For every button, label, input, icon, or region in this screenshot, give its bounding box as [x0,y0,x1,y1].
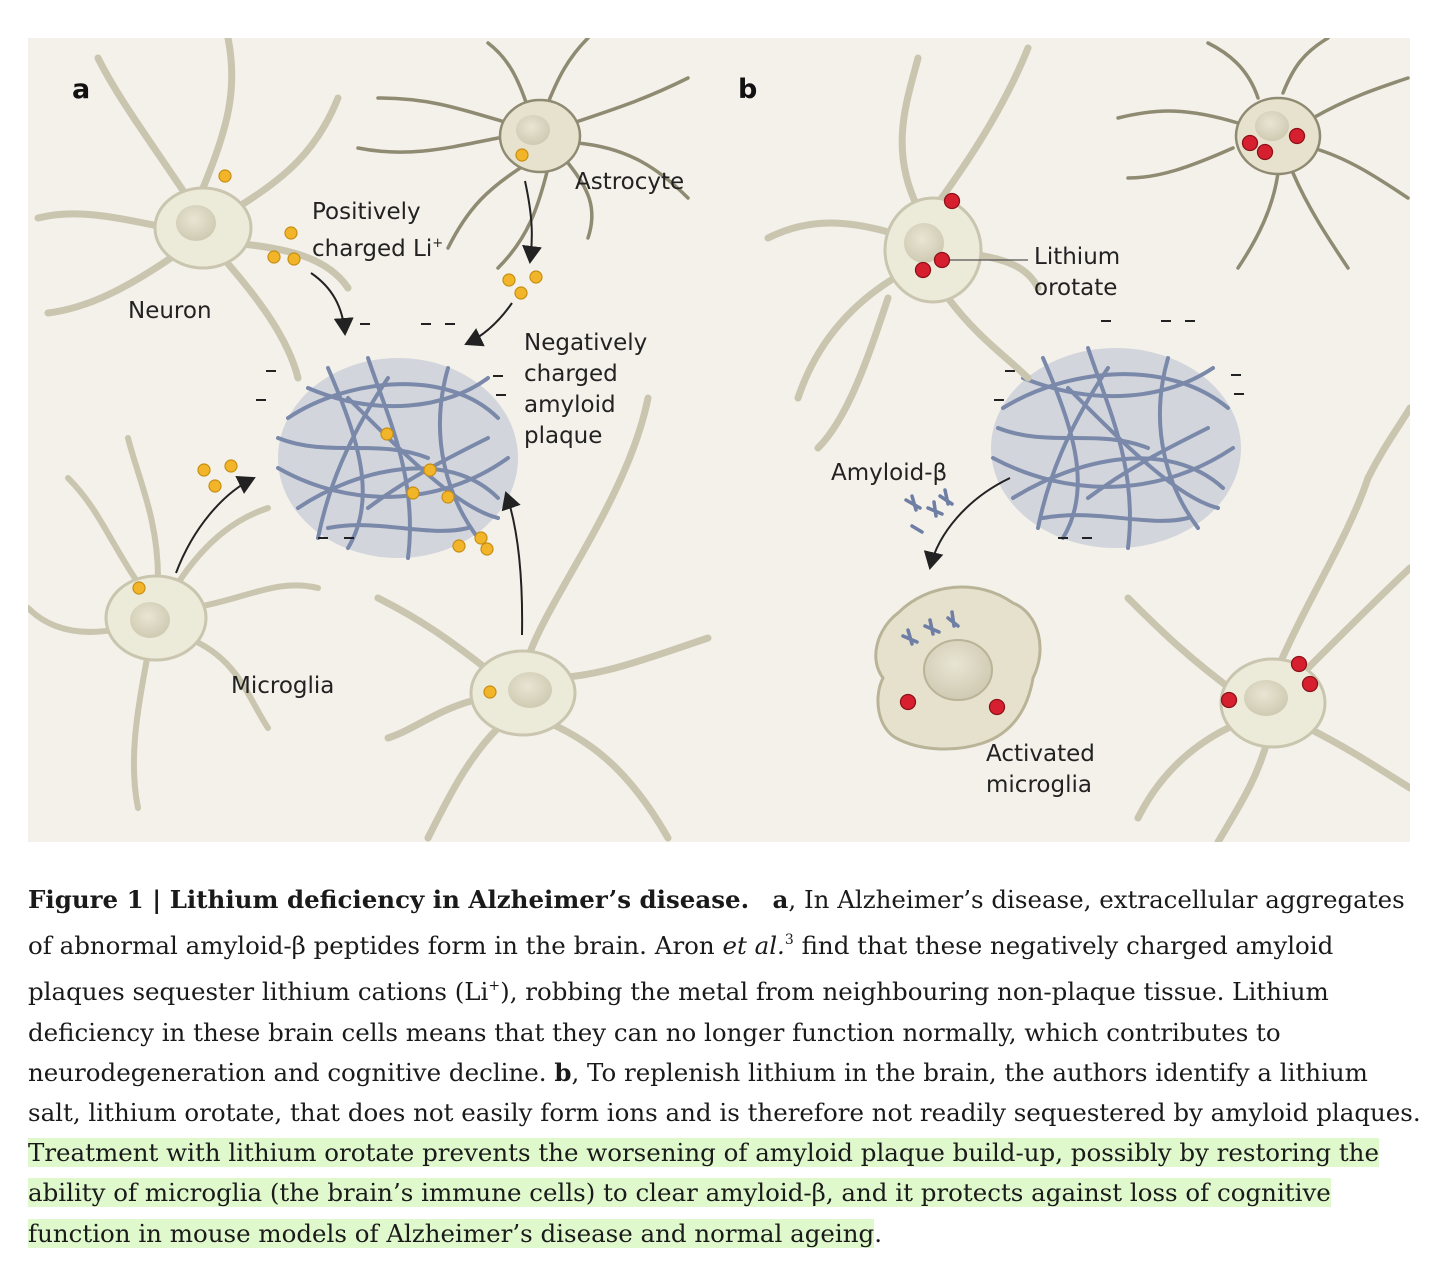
negative-charges [256,320,1244,539]
neuron-nucleus-b-left [904,223,944,263]
caption-li-sup: + [488,978,501,995]
label-activated-2: microglia [986,772,1092,798]
caption-end: . [874,1218,882,1248]
caption-a-text-2: find that these negatively charged amylo… [28,931,1334,1007]
amyloid-beta-fragments [901,488,960,646]
amyloid-plaque-b [991,346,1241,550]
astrocyte-nucleus-b [1255,111,1289,141]
panel-letter-a: a [72,74,91,105]
neuron-nucleus-b-right [1244,680,1288,716]
figure-illustration: a b Neuron Astrocyte Positively charged … [28,38,1410,842]
activated-microglia-nucleus [923,639,993,701]
astrocyte-cell-b [1116,38,1410,270]
lithium-ions [132,148,543,699]
amyloid-plaque-a [276,356,518,560]
label-orotate-1: Lithium [1034,244,1121,270]
figure-caption: Figure 1 | Lithium deficiency in Alzheim… [28,880,1428,1254]
label-li-line2: charged Li+ [312,228,443,265]
caption-et-al: et al. [722,931,785,961]
label-plaque-1: Negatively [524,330,648,356]
label-astrocyte: Astrocyte [575,169,685,195]
label-orotate-2: orotate [1034,275,1118,301]
label-activated-1: Activated [986,741,1095,767]
figure-artwork [28,38,1410,842]
label-neuron: Neuron [128,298,212,324]
neuron-cell-b-left [764,44,1042,452]
caption-a-text-1: , In Alzheimer’s disease, extracellular … [28,885,1405,961]
astrocyte-nucleus [516,115,550,145]
label-plaque-2: charged [524,361,618,387]
caption-letter-b: b [554,1057,572,1087]
label-plaque-4: plaque [524,423,603,449]
microglia-nucleus [130,602,170,638]
panel-letter-b: b [738,74,758,105]
caption-a-text-3: ), robbing the metal from neighbouring n… [28,977,1329,1087]
lithium-orotate-molecules [899,127,1319,716]
label-li-sup: + [432,236,444,251]
caption-highlighted-text[interactable]: Treatment with lithium orotate prevents … [28,1138,1379,1248]
microglia-cell [28,435,321,811]
label-li-text: charged Li [312,236,433,262]
label-microglia: Microglia [231,673,335,699]
label-plaque-3: amyloid [524,392,616,418]
caption-figure-label: Figure 1 | [28,885,170,914]
caption-letter-a: a [772,885,789,914]
neuron-nucleus-topleft [176,205,216,241]
neuron-nucleus-bottom-a [508,672,552,708]
neuron-cell-bottom-a [374,394,712,842]
label-amyloid-beta: Amyloid-β [831,460,948,486]
caption-ref: 3 [784,932,794,949]
label-li-line1: Positively [312,199,421,225]
arrow-to-microglia [923,477,1011,570]
caption-title: Lithium deficiency in Alzheimer’s diseas… [169,885,750,914]
caption-paragraph: Figure 1 | Lithium deficiency in Alzheim… [28,880,1428,1254]
neuron-cell-topleft [34,38,352,382]
caption-b-text-1: , To replenish lithium in the brain, the… [28,1057,1421,1128]
arrows-panel-a [175,180,542,636]
